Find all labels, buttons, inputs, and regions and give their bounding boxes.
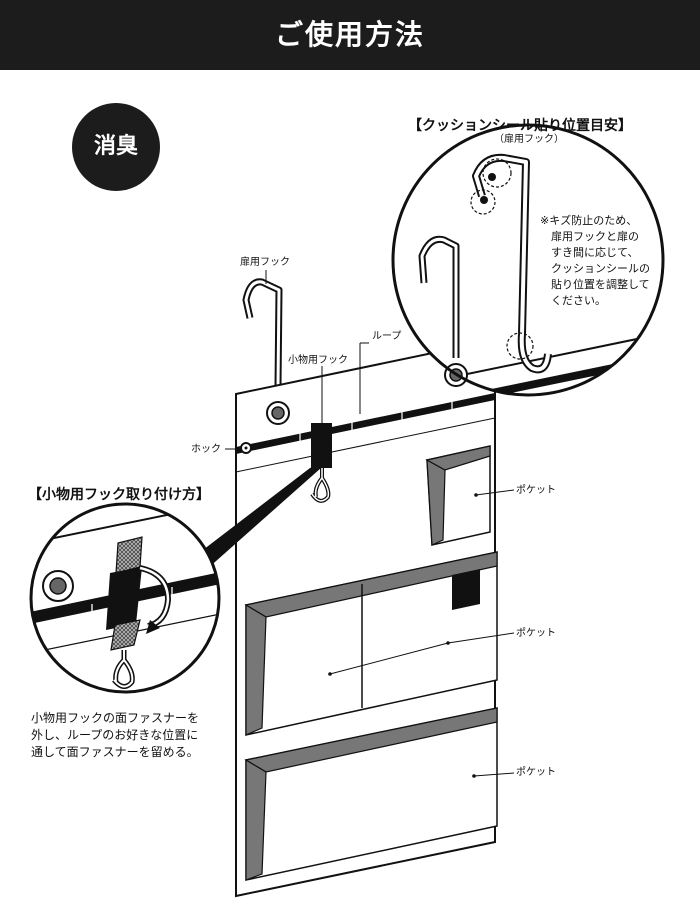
small-hook-guide-title: 【小物用フック取り付け方】	[28, 487, 210, 503]
snap-button	[240, 442, 252, 454]
pocket-middle-label: ポケット	[516, 628, 556, 639]
note-line: 扉用フックと扉の	[551, 230, 639, 243]
hock-label: ホック	[191, 444, 221, 455]
usage-diagram	[29, 123, 665, 898]
pocket-bottom-label: ポケット	[516, 767, 556, 778]
pocket-top	[425, 445, 491, 546]
loop-band	[236, 393, 495, 454]
note-line: ください。	[551, 294, 606, 307]
page-title: ご使用方法	[274, 18, 425, 51]
note-line: 貼り位置を調整して	[551, 278, 650, 291]
grommet-left	[266, 401, 290, 425]
cushion-guide-title: 【クッションシール貼り位置目安】	[408, 118, 632, 134]
pocket-top-label: ポケット	[516, 485, 556, 496]
note-line: すき間に応じて、	[551, 246, 639, 259]
small-hook-label: 小物用フック	[288, 355, 348, 366]
pocket-middle	[244, 551, 498, 736]
header-banner	[0, 0, 700, 70]
instruction-line: 小物用フックの面ファスナーを	[31, 711, 200, 725]
cushion-guide-note: ※キズ防止のため、 扉用フックと扉の すき間に応じて、 クッションシールの 貼り…	[540, 213, 650, 309]
door-hook-left	[242, 278, 283, 387]
note-line: ※キズ防止のため、	[540, 214, 638, 227]
instruction-line: 通して面ファスナーを留める。	[31, 745, 199, 759]
category-badge	[72, 103, 160, 191]
note-line: クッションシールの	[551, 262, 650, 275]
small-hook-instructions: 小物用フックの面ファスナーを 外し、ループのお好きな位置に 通して面ファスナーを…	[31, 710, 199, 761]
pocket-bottom	[244, 707, 498, 881]
instruction-line: 外し、ループのお好きな位置に	[31, 728, 199, 742]
cushion-guide-subtitle: （扉用フック）	[494, 134, 564, 145]
category-badge-label: 消臭	[93, 134, 138, 159]
door-hook-label: 扉用フック	[240, 257, 290, 268]
small-hook	[310, 423, 332, 503]
loop-label: ループ	[372, 331, 402, 342]
small-hook-zoom-circle	[29, 502, 221, 694]
